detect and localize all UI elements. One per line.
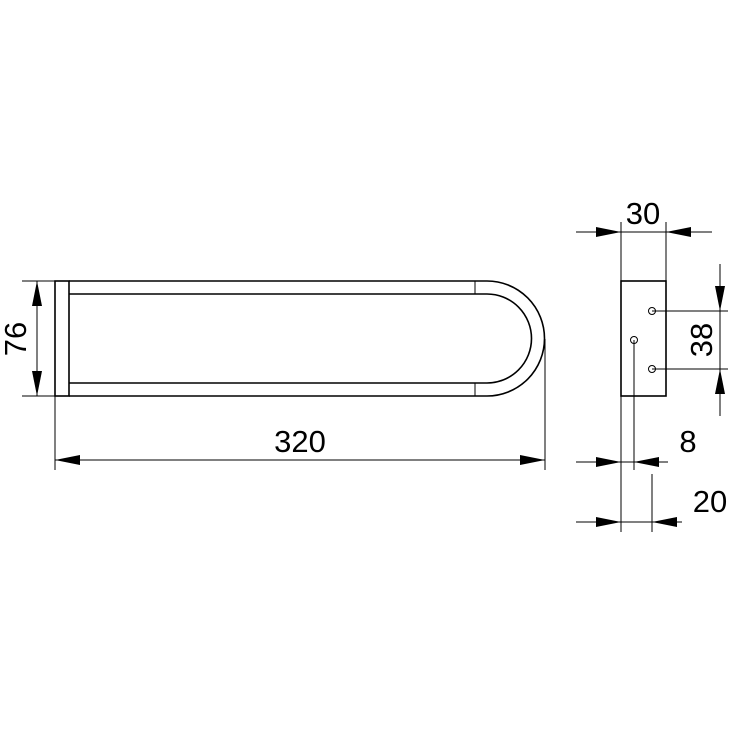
front-view — [54, 280, 546, 397]
height-label: 76 — [0, 322, 33, 356]
hole-offset-label: 8 — [679, 424, 696, 459]
arrow-head — [596, 227, 621, 237]
rail-outer-outline — [69, 280, 546, 397]
mount-offset-label: 20 — [693, 484, 727, 519]
arrow-head — [596, 457, 621, 467]
hole-spacing-label: 38 — [684, 323, 719, 357]
arrow-head — [32, 371, 42, 396]
depth-label: 30 — [626, 196, 660, 231]
arrow-head — [652, 517, 677, 527]
dimension-mount-offset: 20 — [576, 474, 727, 532]
arrow-head — [715, 286, 725, 311]
arrow-head — [715, 369, 725, 394]
dimension-depth: 30 — [576, 196, 712, 281]
arrow-head — [634, 457, 659, 467]
length-label: 320 — [274, 424, 326, 459]
dimension-hole-spacing: 38 — [652, 264, 728, 416]
arrow-head — [520, 455, 545, 465]
wall-plate — [54, 280, 70, 397]
mounting-block — [620, 280, 667, 397]
rail-inner-outline — [69, 293, 533, 384]
arrow-head — [55, 455, 80, 465]
dimension-hole-offset: 8 — [576, 340, 697, 532]
dimension-height: 76 — [0, 280, 55, 397]
arrow-head — [32, 281, 42, 306]
arrow-head — [596, 517, 621, 527]
dimension-length: 320 — [54, 339, 546, 470]
side-view — [620, 280, 667, 397]
arrow-head — [666, 227, 691, 237]
